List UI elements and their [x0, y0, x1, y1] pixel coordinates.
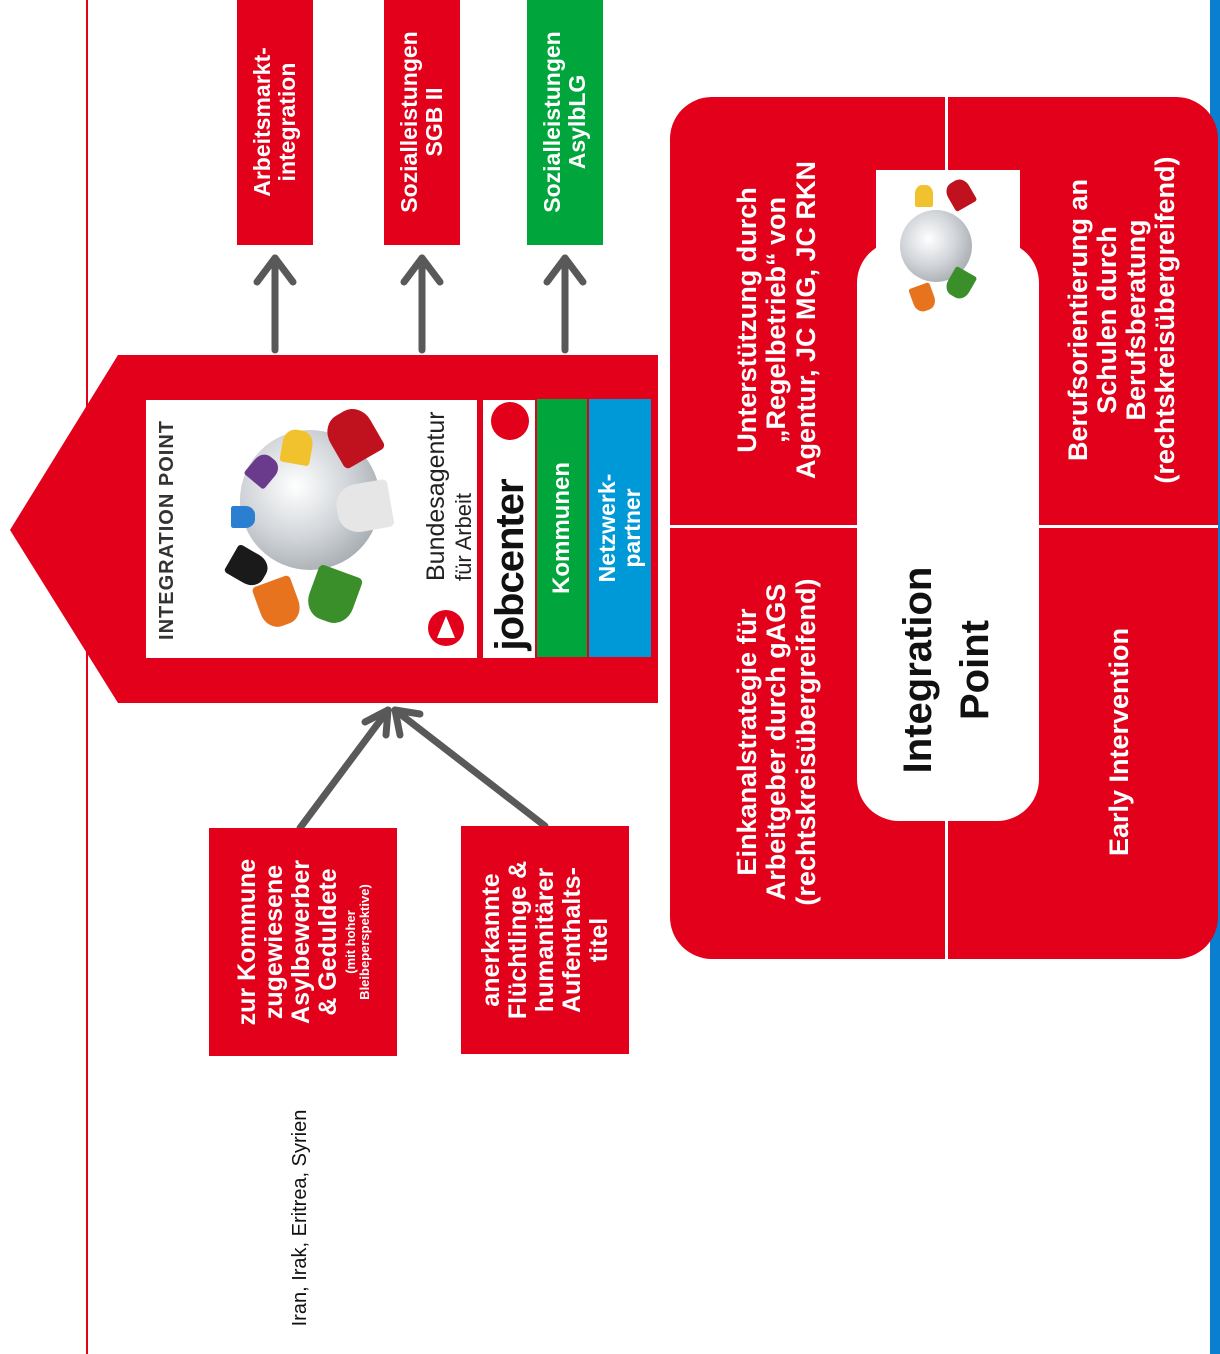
arrow-from-kommune: [296, 706, 392, 832]
jobcenter-panel: [483, 400, 535, 658]
output-sozialleistungen-asylblg: Sozialleistungen AsylbLG: [527, 0, 603, 245]
quadrant-einkanalstrategie: Einkanalstrategie für Arbeitgeber durch …: [732, 578, 821, 906]
center-label-line2: Point: [952, 620, 997, 720]
input-kommune-label: zur Kommune zugewiesene Asylbewerber & G…: [232, 858, 342, 1026]
countries-note: Iran, Irak, Eritrea, Syrien: [288, 1109, 311, 1327]
input-kommune-sub: (mit hoher Bleibeperspektive): [342, 884, 372, 1000]
input-zugewiesene-asylbewerber: zur Kommune zugewiesene Asylbewerber & G…: [209, 828, 397, 1056]
center-label-line1: Integration: [895, 566, 940, 774]
quadrant-early-intervention: Early Intervention: [1104, 627, 1135, 857]
arrowhead-fluechtlinge: [391, 706, 424, 739]
output-arbeitsmarktintegration: Arbeitsmarkt- integration: [237, 0, 313, 245]
ba-name-line2: für Arbeit: [451, 492, 476, 581]
left-border-line: [86, 0, 88, 1354]
partner-kommunen: Kommunen: [537, 399, 587, 657]
jobcenter-logo-icon: [491, 402, 529, 440]
arrowhead-asylblg: [543, 254, 587, 286]
ba-name-line1: Bundesagentur: [421, 411, 450, 581]
partner-netzwerkpartner: Netzwerk- partner: [589, 399, 651, 657]
arrow-from-fluechtlinge: [391, 706, 549, 830]
integration-point-logo-text: INTEGRATION POINT: [155, 420, 178, 640]
jobcenter-logo-text: jobcenter: [487, 479, 532, 651]
center-label-box: [857, 241, 1039, 821]
arrowhead-kommune-a: [361, 706, 392, 739]
figure-blue-icon: [231, 506, 255, 528]
ba-logo-mark: [437, 616, 455, 638]
quadrant-berufsorientierung: Berufsorientierung an Schulen durch Beru…: [1062, 156, 1181, 484]
small-figure-yellow-icon: [915, 185, 933, 207]
arrowhead-arbeitsmarkt: [253, 254, 297, 286]
input-anerkannte-fluechtlinge: anerkannte Flüchtlinge & humanitärer Auf…: [461, 826, 629, 1054]
arrowhead-sgb: [400, 254, 444, 286]
output-sozialleistungen-sgb: Sozialleistungen SGB II: [384, 0, 460, 245]
quadrant-unterstuetzung: Unterstützung durch „Regelbetrieb“ von A…: [732, 160, 821, 480]
